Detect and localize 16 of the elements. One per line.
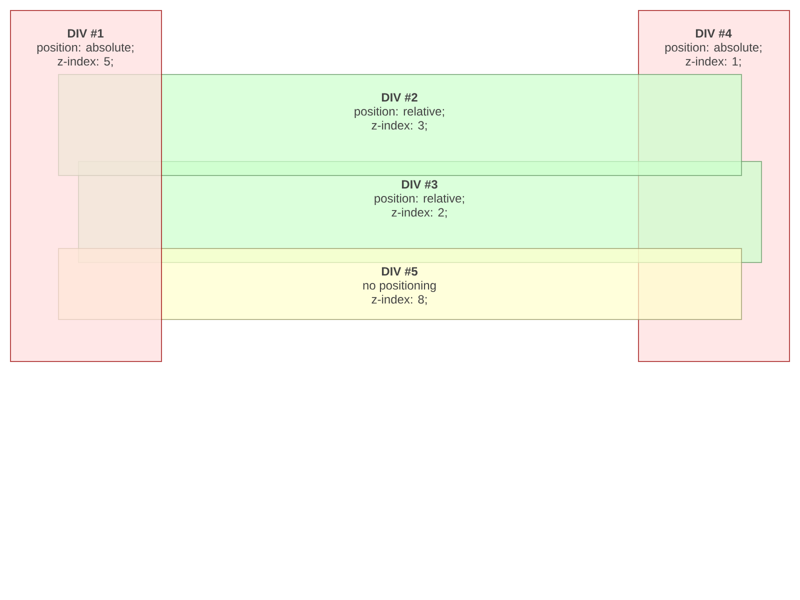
- heading: DIV #4: [696, 29, 732, 38]
- css-text: z-index: 2;: [392, 208, 447, 218]
- css-text: z-index: 8;: [372, 294, 427, 306]
- css-text: no positioning: [363, 280, 436, 292]
- heading: DIV #5: [382, 267, 418, 276]
- css-text: position: relative;: [354, 106, 444, 118]
- heading: DIV #3: [402, 180, 438, 189]
- heading: DIV #1: [68, 29, 104, 38]
- css-text: position: absolute;: [37, 42, 134, 54]
- css-text: position: absolute;: [665, 42, 762, 54]
- heading: DIV #2: [382, 93, 418, 102]
- css-text: position: relative;: [374, 194, 464, 205]
- css-text: z-index: 5;: [58, 56, 113, 68]
- css-text: z-index: 1;: [686, 56, 741, 68]
- layer-box: [10, 10, 162, 362]
- css-text: z-index: 3;: [372, 120, 427, 132]
